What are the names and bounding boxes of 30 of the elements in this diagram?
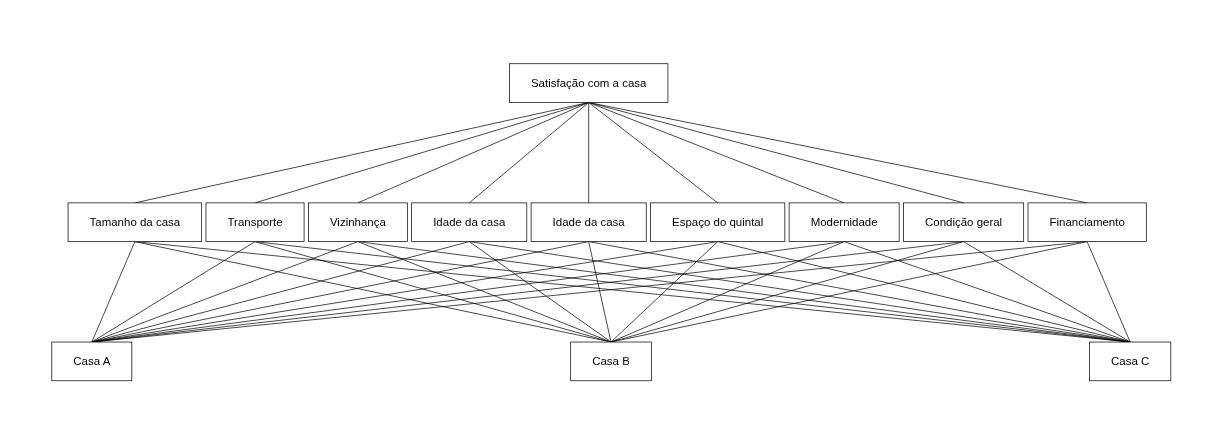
node-box: Casa C — [1089, 341, 1172, 382]
connector — [468, 241, 612, 343]
node-box: Condição geral — [903, 202, 1025, 243]
connector — [468, 102, 590, 204]
node-box: Idade da casa — [411, 202, 528, 243]
connector — [91, 241, 719, 343]
connector — [963, 241, 1131, 343]
node-box: Modernidade — [788, 202, 900, 243]
connector — [588, 241, 612, 343]
connector — [610, 241, 845, 343]
node-box: Espaço do quintal — [650, 202, 786, 243]
node-box: Satisfação com a casa — [509, 63, 669, 104]
node-box: Casa B — [570, 341, 652, 382]
node-box: Idade da casa — [530, 202, 647, 243]
connector — [588, 102, 719, 204]
connector — [588, 102, 964, 204]
connector — [588, 102, 590, 204]
connector — [357, 102, 590, 204]
node-box: Vizinhança — [308, 202, 408, 243]
connector — [91, 241, 256, 343]
connector — [254, 102, 590, 204]
connector — [357, 241, 612, 343]
connector — [91, 241, 136, 343]
connector — [610, 241, 719, 343]
node-box: Casa A — [51, 341, 133, 382]
node-box: Transporte — [205, 202, 305, 243]
connector — [588, 102, 845, 204]
connector — [1086, 241, 1131, 343]
node-box: Financiamento — [1027, 202, 1147, 243]
node-box: Tamanho da casa — [67, 202, 203, 243]
